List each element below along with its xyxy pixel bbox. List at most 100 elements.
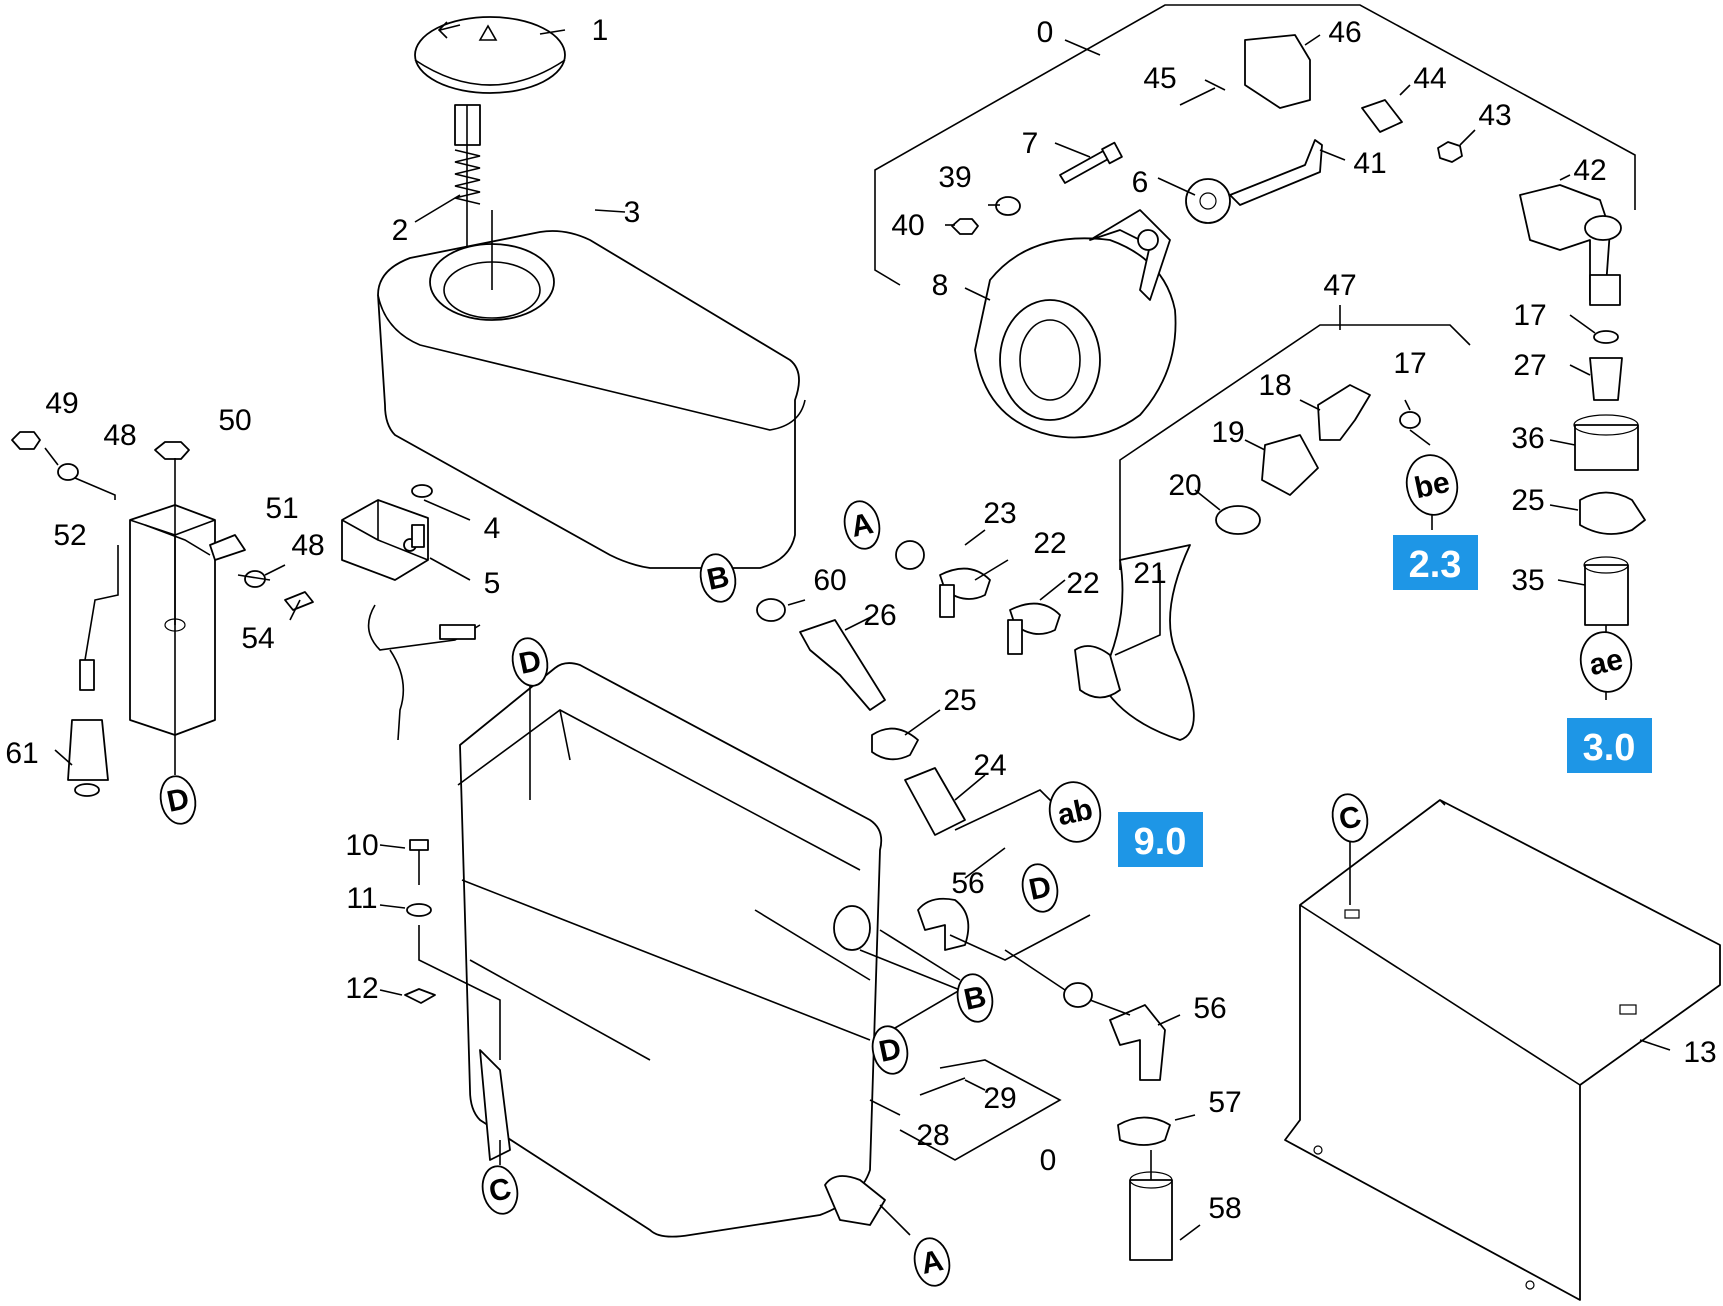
callout-numbers: 1 2 3 4 5 0 45 46 44 43 42 41 7 39 6 40 … — [5, 14, 1716, 1225]
connector-d-left: D — [159, 775, 197, 825]
part-28-lower-tank — [457, 662, 886, 1238]
svg-text:ab: ab — [1055, 793, 1096, 833]
part-56-elbow-upper — [917, 897, 970, 951]
part-18-elbow-hose — [1317, 384, 1371, 441]
part-25-hose-clamp-left — [871, 727, 919, 761]
callout-0-bottom: 0 — [1040, 1144, 1057, 1177]
part-17-o-ring-right — [1593, 330, 1619, 344]
reference-link-3-0[interactable]: 3.0 — [1567, 718, 1652, 773]
callout-47: 47 — [1323, 269, 1356, 302]
callout-23: 23 — [983, 497, 1016, 530]
part-19-union-nut — [1261, 434, 1319, 496]
connector-c-plate: C — [1331, 793, 1369, 843]
part-43-nut — [1437, 141, 1463, 163]
callout-48-right: 48 — [291, 529, 324, 562]
connector-a-bottom: A — [913, 1237, 951, 1287]
callout-24: 24 — [973, 749, 1006, 782]
callout-3: 3 — [624, 196, 641, 229]
part-35-hose — [1584, 564, 1629, 626]
reference-link-9-0[interactable]: 9.0 — [1118, 812, 1203, 867]
part-27-nipple — [1589, 357, 1623, 401]
callout-36: 36 — [1511, 422, 1544, 455]
callout-0-top: 0 — [1037, 16, 1054, 49]
part-57-hose-clamp — [1117, 1116, 1171, 1146]
callout-11: 11 — [346, 882, 377, 915]
callout-19: 19 — [1211, 416, 1244, 449]
part-52-float-housing — [129, 504, 216, 736]
callout-28: 28 — [916, 1119, 949, 1152]
callout-13: 13 — [1683, 1036, 1716, 1069]
svg-text:9.0: 9.0 — [1134, 821, 1187, 863]
callout-7: 7 — [1022, 127, 1039, 160]
part-1-tank-cap — [414, 16, 566, 290]
part-2-spring — [454, 149, 481, 205]
callout-46: 46 — [1328, 16, 1361, 49]
callout-26: 26 — [863, 599, 896, 632]
part-45-pin — [1179, 87, 1216, 106]
callout-21: 21 — [1133, 557, 1166, 590]
callout-1: 1 — [592, 14, 609, 47]
callout-17-left: 17 — [1393, 347, 1426, 380]
callout-49: 49 — [45, 387, 78, 420]
callout-51: 51 — [265, 492, 298, 525]
callout-40: 40 — [891, 209, 924, 242]
callout-25-right: 25 — [1511, 484, 1544, 517]
connector-d-right: D — [1021, 863, 1059, 913]
part-61-float-sensor — [67, 659, 109, 797]
callout-42: 42 — [1573, 154, 1606, 187]
reference-link-2-3[interactable]: 2.3 — [1393, 535, 1478, 590]
callout-6: 6 — [1132, 166, 1149, 199]
part-51-clip — [209, 534, 246, 561]
connector-ae: ae — [1579, 631, 1633, 693]
connector-be: be — [1405, 454, 1459, 516]
part-13-mounting-plate — [1284, 799, 1721, 1301]
callout-27: 27 — [1513, 349, 1546, 382]
callout-4: 4 — [484, 512, 501, 545]
callout-12: 12 — [345, 972, 378, 1005]
callout-18: 18 — [1258, 369, 1291, 402]
callout-54: 54 — [241, 622, 274, 655]
part-39-washer — [995, 196, 1021, 216]
leader-lines — [44, 4, 1671, 1241]
part-3-tank — [377, 210, 806, 569]
part-58-hose — [1129, 1179, 1173, 1261]
part-ring-lower — [1063, 982, 1093, 1008]
callout-58: 58 — [1208, 1192, 1241, 1225]
callout-2: 2 — [392, 214, 409, 247]
callout-56-lower: 56 — [1193, 992, 1226, 1025]
connector-d-lower: D — [871, 1025, 909, 1075]
part-21-suction-hose — [1099, 544, 1195, 741]
part-46-pressure-switch — [1244, 34, 1311, 109]
part-11-washer — [406, 903, 432, 917]
part-24-hose — [904, 767, 966, 836]
part-17-o-ring-left — [1399, 411, 1421, 429]
callout-22-a: 22 — [1033, 527, 1066, 560]
part-48-washer-left — [57, 463, 79, 481]
callout-43: 43 — [1478, 99, 1511, 132]
part-36-union-nut — [1574, 424, 1639, 471]
part-5-solenoid-valve — [341, 499, 481, 741]
part-50-nut — [154, 441, 190, 460]
svg-text:be: be — [1412, 466, 1453, 506]
part-12-square-nut — [404, 988, 436, 1004]
callout-25-left: 25 — [943, 684, 976, 717]
callout-56-upper: 56 — [951, 867, 984, 900]
callout-48-left: 48 — [103, 419, 136, 452]
connector-b-top: B — [699, 553, 737, 603]
part-10-screw — [409, 839, 429, 885]
part-25-hose-clamp-right — [1579, 491, 1646, 535]
callout-10: 10 — [345, 829, 378, 862]
svg-text:2.3: 2.3 — [1409, 544, 1462, 586]
callout-8: 8 — [932, 269, 949, 302]
callout-57: 57 — [1208, 1086, 1241, 1119]
connector-c-bottom: C — [481, 1165, 519, 1215]
part-42-valve-elbow — [1519, 184, 1622, 306]
callout-35: 35 — [1511, 564, 1544, 597]
part-41-bracket — [1229, 139, 1323, 206]
part-7-screw — [1059, 141, 1123, 184]
part-6-toothed-washer — [1185, 178, 1231, 224]
callout-39: 39 — [938, 161, 971, 194]
part-60-washer — [756, 598, 786, 622]
connector-a-top: A — [843, 500, 881, 550]
